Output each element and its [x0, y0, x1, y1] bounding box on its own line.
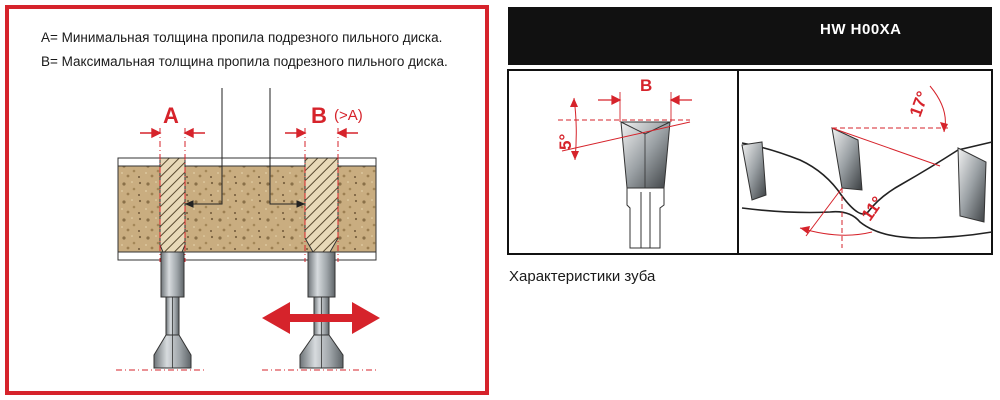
right-label-b: B: [640, 76, 652, 95]
groove-a: [159, 157, 186, 253]
leader-lines: [184, 88, 306, 208]
legend-b-text: B= Максимальная толщина пропила подрезно…: [41, 54, 448, 69]
dimension-b: [285, 127, 358, 139]
label-b: B: [311, 103, 327, 128]
legend-a-text: A= Минимальная толщина пропила подрезног…: [41, 30, 442, 45]
angle-5-label: 5°: [556, 134, 575, 150]
tooth-front-view: B 5°: [556, 76, 692, 249]
saw-blade-a: [153, 251, 192, 369]
caption-text: Характеристики зуба: [509, 268, 656, 285]
tooth-side-view: 17° 11°: [741, 85, 993, 248]
label-a: A: [163, 103, 179, 128]
groove-b: [304, 157, 339, 253]
left-panel: A= Минимальная толщина пропила подрезног…: [5, 5, 489, 395]
header-bar: [508, 7, 992, 65]
header-title: HW H00XA: [820, 21, 902, 38]
adjust-arrow: [262, 302, 380, 334]
label-b-note: (>A): [334, 107, 363, 124]
right-panel: HW H00XA B: [507, 7, 993, 285]
dimension-a: [140, 127, 205, 139]
